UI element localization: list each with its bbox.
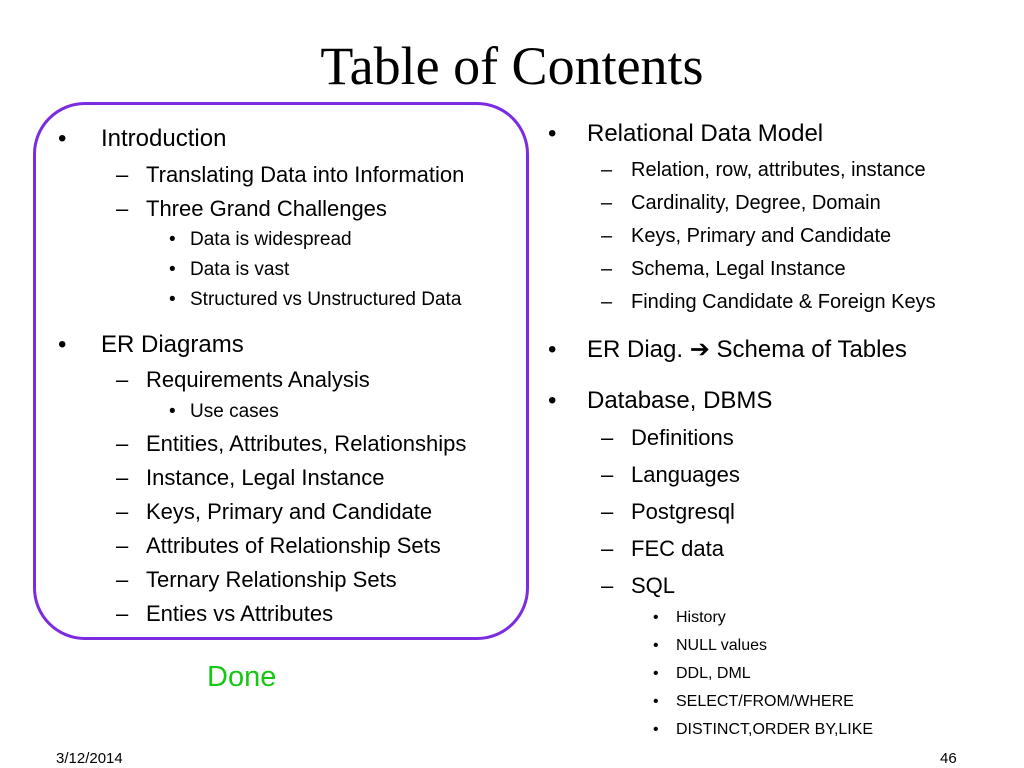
slide-title: Table of Contents bbox=[320, 36, 704, 96]
challenge-widespread: Data is widespread bbox=[190, 229, 352, 250]
dash-marker: – bbox=[116, 367, 129, 392]
dash-marker: – bbox=[601, 159, 613, 181]
dash-marker: – bbox=[116, 567, 129, 592]
subtopic-postgresql: Postgresql bbox=[631, 499, 735, 524]
subtopic-sql: SQL bbox=[631, 573, 676, 598]
challenge-vast: Data is vast bbox=[190, 259, 290, 280]
bullet-marker: • bbox=[58, 125, 67, 152]
dash-marker: – bbox=[601, 499, 614, 524]
bullet-marker: • bbox=[653, 693, 659, 710]
dash-marker: – bbox=[116, 533, 129, 558]
dash-marker: – bbox=[601, 573, 614, 598]
subtopic-requirements: Requirements Analysis bbox=[146, 367, 370, 392]
topic-er-diag-schema: ER Diag. ➔ Schema of Tables bbox=[587, 336, 907, 364]
subtopic-schema: Schema, Legal Instance bbox=[631, 258, 846, 280]
bullet-marker: • bbox=[653, 721, 659, 738]
subtopic-ternary: Ternary Relationship Sets bbox=[146, 567, 397, 592]
topic-er-diagrams: ER Diagrams bbox=[101, 331, 244, 358]
sql-topic-select: SELECT/FROM/WHERE bbox=[676, 693, 854, 710]
subtopic-translating-data: Translating Data into Information bbox=[146, 162, 465, 187]
bullet-marker: • bbox=[548, 120, 557, 147]
done-label: Done bbox=[207, 661, 277, 693]
dash-marker: – bbox=[601, 291, 613, 313]
topic-database: Database, DBMS bbox=[587, 387, 773, 414]
topic-relational-model: Relational Data Model bbox=[587, 120, 824, 147]
subtopic-keys: Keys, Primary and Candidate bbox=[631, 225, 892, 247]
bullet-marker: • bbox=[169, 259, 176, 280]
bullet-marker: • bbox=[653, 609, 659, 626]
sql-topic-null-values: NULL values bbox=[676, 637, 768, 654]
subtopic-entities: Entities, Attributes, Relationships bbox=[146, 431, 467, 456]
subtopic-cardinality: Cardinality, Degree, Domain bbox=[631, 192, 881, 214]
dash-marker: – bbox=[116, 162, 129, 187]
dash-marker: – bbox=[601, 258, 613, 280]
subtopic-definitions: Definitions bbox=[631, 425, 734, 450]
er-diag-text: ER Diag. bbox=[587, 336, 684, 363]
challenge-structured: Structured vs Unstructured Data bbox=[190, 289, 462, 310]
dash-marker: – bbox=[601, 536, 614, 561]
bullet-marker: • bbox=[58, 331, 67, 358]
subtopic-grand-challenges: Three Grand Challenges bbox=[146, 196, 387, 221]
dash-marker: – bbox=[116, 465, 129, 490]
dash-marker: – bbox=[601, 425, 614, 450]
subtopic-fec-data: FEC data bbox=[631, 536, 724, 561]
footer-date: 3/12/2014 bbox=[56, 750, 123, 767]
dash-marker: – bbox=[116, 601, 129, 626]
dash-marker: – bbox=[601, 225, 613, 247]
subtopic-keys: Keys, Primary and Candidate bbox=[146, 499, 433, 524]
dash-marker: – bbox=[116, 499, 129, 524]
subtopic-finding-keys: Finding Candidate & Foreign Keys bbox=[631, 291, 936, 313]
bullet-marker: • bbox=[169, 229, 176, 250]
schema-of-tables-text: Schema of Tables bbox=[716, 336, 907, 363]
bullet-marker: • bbox=[653, 637, 659, 654]
requirement-use-cases: Use cases bbox=[190, 401, 279, 422]
subtopic-entities-vs-attrs: Enties vs Attributes bbox=[146, 601, 334, 626]
dash-marker: – bbox=[116, 431, 129, 456]
sql-topic-history: History bbox=[676, 609, 726, 626]
subtopic-languages: Languages bbox=[631, 462, 740, 487]
slide-number: 46 bbox=[940, 750, 957, 767]
bullet-marker: • bbox=[653, 665, 659, 682]
subtopic-relationship-attrs: Attributes of Relationship Sets bbox=[146, 533, 441, 558]
dash-marker: – bbox=[601, 462, 614, 487]
dash-marker: – bbox=[116, 196, 129, 221]
sql-topic-distinct: DISTINCT,ORDER BY,LIKE bbox=[676, 721, 874, 738]
bullet-marker: • bbox=[548, 387, 557, 414]
arrow-right-icon: ➔ bbox=[689, 336, 710, 363]
topic-introduction: Introduction bbox=[101, 125, 227, 152]
subtopic-relation: Relation, row, attributes, instance bbox=[631, 159, 926, 181]
bullet-marker: • bbox=[169, 289, 176, 310]
completed-topics-box bbox=[33, 102, 529, 640]
subtopic-instance: Instance, Legal Instance bbox=[146, 465, 385, 490]
sql-topic-ddl-dml: DDL, DML bbox=[676, 665, 751, 682]
bullet-marker: • bbox=[169, 401, 176, 422]
dash-marker: – bbox=[601, 192, 613, 214]
bullet-marker: • bbox=[548, 336, 557, 363]
